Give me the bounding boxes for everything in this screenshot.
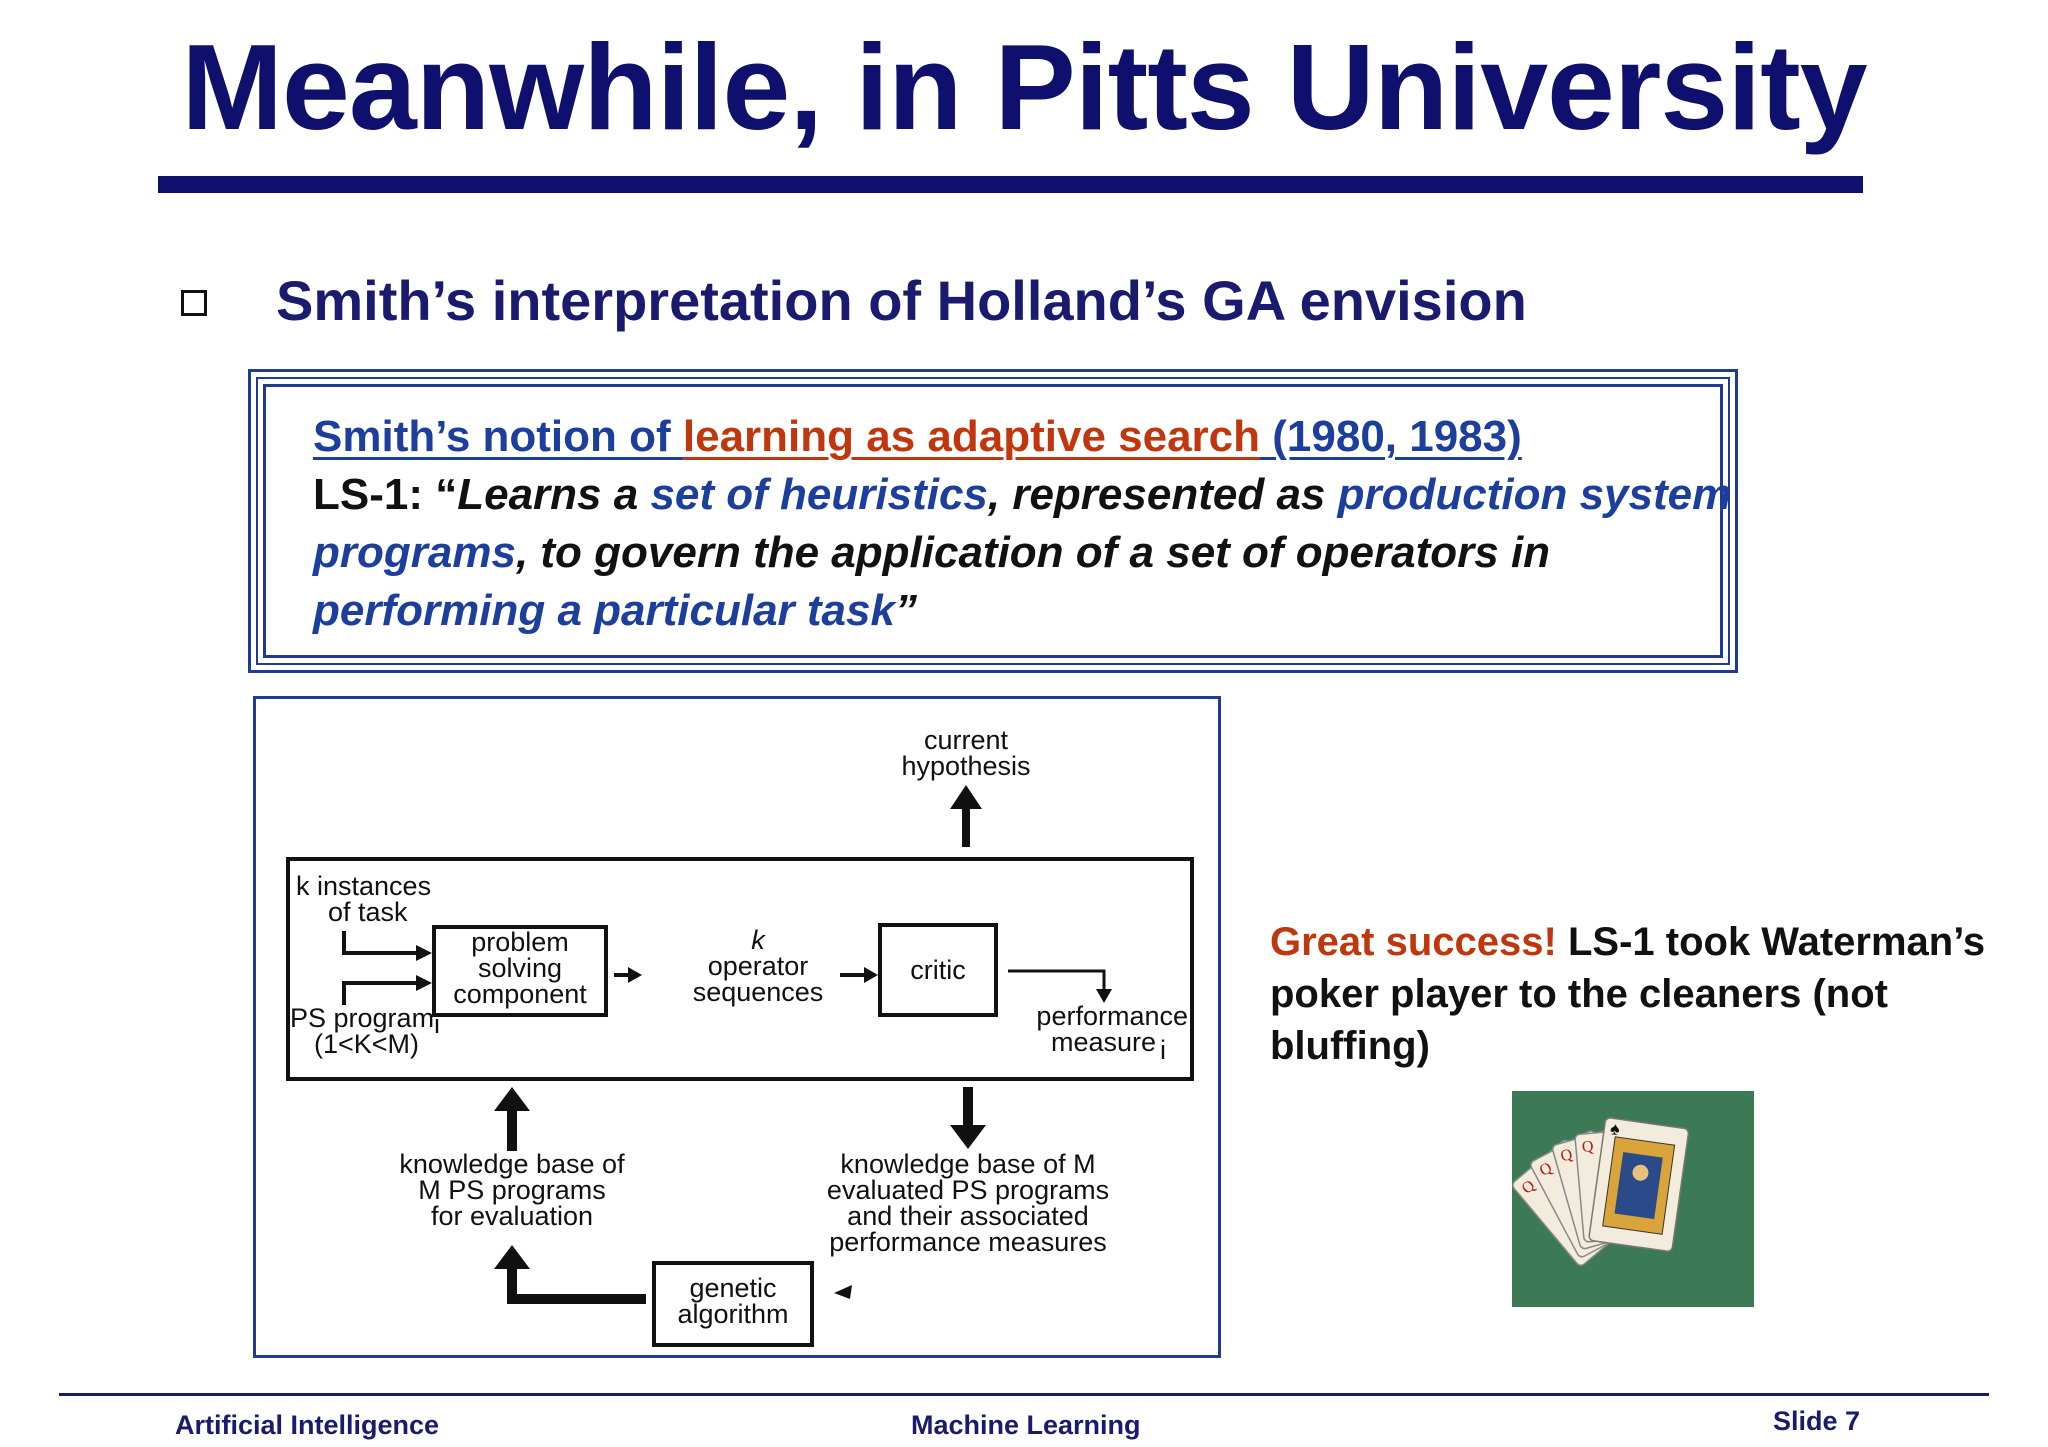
problem-solving-box — [432, 925, 608, 1017]
ps-program-label-2: (1<K<M) — [314, 1029, 419, 1059]
notion-highlight: learning as adaptive search — [682, 412, 1261, 461]
kb-eval-label-1: knowledge base of — [399, 1149, 625, 1179]
problem-solving-label-3: component — [453, 979, 587, 1009]
ga-to-kb-arrow — [507, 1265, 646, 1304]
arrow-head-icon — [950, 1125, 986, 1149]
footer-slide-number: Slide 7 — [1773, 1406, 1861, 1436]
critic-to-measure-arrow — [1008, 969, 1106, 993]
ls1-diagram: current hypothesis k instances of task P… — [253, 696, 1221, 1358]
quote-part-3: , to govern the application of a set of … — [515, 528, 1551, 577]
kb-evaluated-label-4: performance measures — [829, 1227, 1107, 1257]
kb-evaluated-label-2: evaluated PS programs — [827, 1175, 1109, 1205]
arrow-head-icon — [834, 1285, 852, 1299]
critic-box — [878, 923, 998, 1017]
footer-topic: Machine Learning — [911, 1410, 1141, 1440]
problem-solving-label-1: problem — [471, 927, 569, 957]
current-hypothesis-label-2: hypothesis — [901, 751, 1030, 781]
quote-production-systems: production system programs — [313, 470, 1732, 577]
critic-label: critic — [910, 955, 966, 985]
ls1-diagram-svg: current hypothesis k instances of task P… — [286, 725, 1194, 1347]
quote-heuristics: set of heuristics — [650, 470, 988, 519]
quote-frame — [248, 369, 1738, 673]
algorithm-label: algorithm — [677, 1299, 788, 1329]
quote-task: performing a particular task — [313, 586, 895, 635]
notion-label: Smith’s notion of — [313, 412, 683, 461]
svg-text:Q: Q — [1559, 1146, 1575, 1166]
quote-text: Smith’s notion of learning as adaptive s… — [313, 408, 1733, 640]
slide-title: Meanwhile, in Pitts University — [181, 19, 1867, 155]
quote-part-2: , represented as — [987, 470, 1338, 519]
operator-label: operator — [708, 951, 809, 981]
arrow-head-icon — [416, 975, 432, 991]
success-highlight: Great success! — [1270, 920, 1557, 964]
ps-program-subscript: i — [434, 1009, 440, 1039]
ps-program-label-1: PS program — [290, 1003, 434, 1033]
footer-course: Artificial Intelligence — [175, 1410, 440, 1440]
problem-solving-label-2: solving — [478, 953, 562, 983]
current-hypothesis-label-1: current — [924, 725, 1009, 755]
arrow-head-icon — [628, 967, 642, 983]
sequences-label: sequences — [693, 977, 824, 1007]
performance-label-1: performance — [1036, 1001, 1188, 1031]
hollow-square-bullet-icon — [181, 290, 207, 316]
arrow-head-icon — [416, 945, 432, 961]
svg-text:♠: ♠ — [1609, 1118, 1622, 1139]
arrow-head-icon — [864, 967, 878, 983]
arrow-head-icon — [950, 785, 982, 809]
quote-part-1: Learns a — [457, 470, 651, 519]
performance-subscript: i — [1160, 1035, 1166, 1065]
kb-eval-label-2: M PS programs — [418, 1175, 606, 1205]
playing-cards-icon: Q Q Q Q ♠ — [1512, 1091, 1754, 1307]
k-instances-label-2: of task — [328, 897, 408, 927]
instances-arrow — [342, 931, 422, 955]
genetic-label: genetic — [689, 1273, 776, 1303]
kb-eval-label-3: for evaluation — [431, 1201, 593, 1231]
performance-label-2: measure — [1051, 1027, 1156, 1057]
arrow-head-icon — [494, 1087, 530, 1111]
arrow-head-icon — [1096, 989, 1112, 1003]
svg-text:Q: Q — [1581, 1138, 1594, 1156]
ls1-prefix: LS-1: “ — [313, 470, 458, 519]
arrow-head-icon — [494, 1245, 530, 1269]
quote-close: ” — [894, 586, 917, 635]
footer-divider — [59, 1393, 1989, 1396]
bullet-heading: Smith’s interpretation of Holland’s GA e… — [276, 269, 1527, 332]
notion-years: (1980, 1983) — [1260, 412, 1522, 461]
k-instances-label-1: k instances — [296, 871, 431, 901]
operator-k-label: k — [751, 925, 766, 955]
kb-evaluated-label-1: knowledge base of M — [840, 1149, 1095, 1179]
success-text: LS-1 took Waterman’s poker player to the… — [1270, 920, 1986, 1068]
title-divider — [158, 176, 1863, 193]
outer-process-box — [286, 857, 1194, 1081]
kb-evaluated-label-3: and their associated — [847, 1201, 1089, 1231]
ps-program-arrow — [342, 981, 422, 1005]
genetic-algorithm-box — [652, 1261, 814, 1347]
success-note: Great success! LS-1 took Waterman’s poke… — [1270, 916, 1990, 1072]
